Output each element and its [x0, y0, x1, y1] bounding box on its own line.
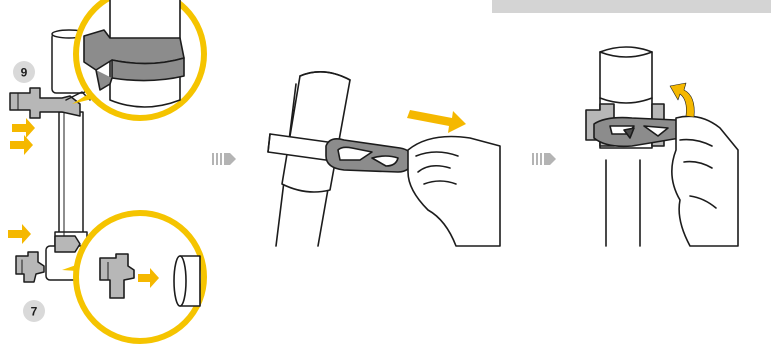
- panel-3-strap-rotate: [586, 47, 738, 246]
- curved-arrow-icon: [670, 83, 694, 117]
- rubber-strap: [594, 118, 684, 147]
- yellow-arrow-icon: [407, 110, 466, 133]
- zoom-circle-upper: [72, 0, 204, 118]
- panel-2-strap-pull: [268, 72, 500, 246]
- header-bar: [492, 0, 771, 13]
- triple-chevron-arrow-icon: [212, 153, 236, 165]
- hand: [408, 137, 500, 247]
- step-badge-7: 7: [23, 300, 45, 322]
- step-number: 9: [21, 66, 28, 80]
- loose-clip-part: [16, 252, 44, 282]
- step-number: 7: [31, 305, 38, 319]
- rubber-strap: [326, 139, 414, 172]
- lower-clip-on-tube: [55, 236, 80, 252]
- hand: [672, 116, 738, 246]
- seat-post-tube: [59, 112, 83, 246]
- yellow-arrow-icon: [8, 224, 31, 244]
- yellow-arrow-icon: [10, 135, 33, 155]
- yellow-arrow-icon: [12, 118, 35, 138]
- triple-chevron-arrow-icon: [532, 153, 556, 165]
- step-badge-9: 9: [13, 61, 35, 83]
